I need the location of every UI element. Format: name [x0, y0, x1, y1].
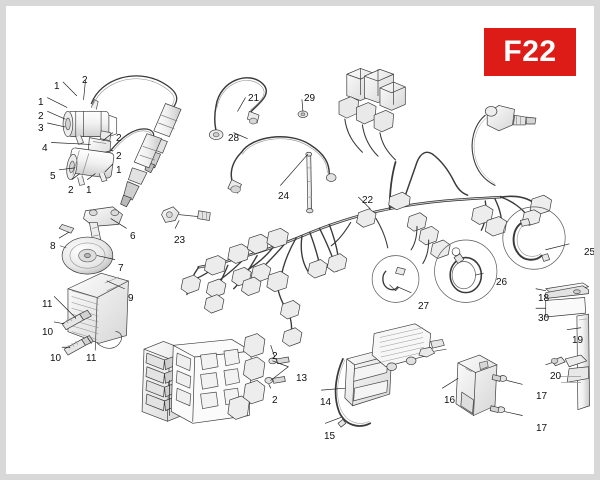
callout-28: 28 [228, 133, 240, 144]
main-wiring-harness [180, 151, 552, 347]
id-label-plate [545, 297, 587, 318]
spark-plug-boot-lower [120, 133, 162, 208]
horn-bolt [58, 224, 75, 234]
ignition-coil-lower [66, 147, 115, 180]
callout-17: 17 [536, 423, 548, 434]
callout-11: 11 [86, 353, 97, 364]
callout-2: 2 [272, 395, 278, 406]
callout-1: 1 [116, 165, 122, 176]
fuse-box-bolt-lower [264, 376, 286, 384]
callout-18: 18 [538, 293, 550, 304]
callout-3: 3 [38, 123, 44, 134]
callout-14: 14 [320, 397, 332, 408]
callout-1: 1 [86, 185, 92, 196]
callout-30: 30 [538, 313, 550, 324]
callout-11: 11 [42, 299, 53, 310]
callout-6: 6 [130, 231, 136, 242]
callout-2: 2 [116, 151, 122, 162]
callout-24: 24 [278, 191, 290, 202]
callout-13: 13 [296, 373, 308, 384]
regulator-bolt-lower [63, 335, 94, 356]
callout-10: 10 [42, 327, 54, 338]
part-group-badge: F22 [484, 28, 576, 76]
callout-16: 16 [444, 395, 456, 406]
detail-circle-25 [502, 206, 566, 270]
callout-2: 2 [68, 185, 74, 196]
trim-strip [545, 282, 589, 299]
callout-27: 27 [418, 301, 430, 312]
battery-cable-negative [227, 136, 337, 194]
callout-15: 15 [324, 431, 336, 442]
callout-7: 7 [118, 263, 124, 274]
leader-lines [47, 79, 582, 424]
battery-cable-positive [208, 77, 268, 140]
panel-bracket [566, 366, 589, 383]
callout-9: 9 [128, 293, 134, 304]
callout-21: 21 [248, 93, 260, 104]
callout-26: 26 [496, 277, 508, 288]
callout-2: 2 [272, 351, 278, 362]
battery-cables [208, 77, 337, 194]
relay-bolt-upper [491, 374, 508, 382]
fuse-box-assembly [141, 333, 290, 424]
pressure-switch [471, 105, 537, 186]
detail-circle-27 [371, 255, 420, 303]
antenna-rod [305, 151, 314, 214]
ignition-coil-upper [62, 110, 118, 137]
callout-19: 19 [572, 335, 584, 346]
callout-2: 2 [38, 111, 44, 122]
callout-29: 29 [304, 93, 316, 104]
callout-22: 22 [362, 195, 374, 206]
ignition-coil-assembly [62, 99, 118, 186]
callout-8: 8 [50, 241, 56, 252]
diagram-drawing [47, 68, 590, 428]
callout-23: 23 [174, 235, 186, 246]
starter-relay-assembly [455, 354, 508, 416]
panel-bolt [550, 354, 587, 368]
callout-5: 5 [50, 171, 56, 182]
callout-2: 2 [116, 133, 122, 144]
sensor-lead [161, 206, 211, 223]
regulator-bolt-upper [61, 309, 92, 331]
callout-1: 1 [54, 81, 60, 92]
callout-17: 17 [536, 391, 548, 402]
horn-assembly [58, 206, 123, 275]
relay-block [338, 68, 406, 161]
callout-4: 4 [42, 143, 48, 154]
bullet-connector [418, 346, 447, 358]
callout-20: 20 [550, 371, 562, 382]
relay-bolt-lower [489, 405, 506, 413]
callout-1: 1 [38, 97, 44, 108]
cooling-fins [371, 323, 445, 371]
horn [59, 236, 114, 275]
battery-strap-screw [337, 419, 347, 428]
voltage-regulator-assembly [61, 272, 129, 356]
callout-10: 10 [50, 353, 62, 364]
callout-2: 2 [82, 75, 88, 86]
detail-circle-26 [434, 239, 498, 303]
part-group-label: F22 [503, 35, 557, 68]
cable-terminal-nut [297, 110, 309, 118]
callout-25: 25 [584, 247, 596, 258]
